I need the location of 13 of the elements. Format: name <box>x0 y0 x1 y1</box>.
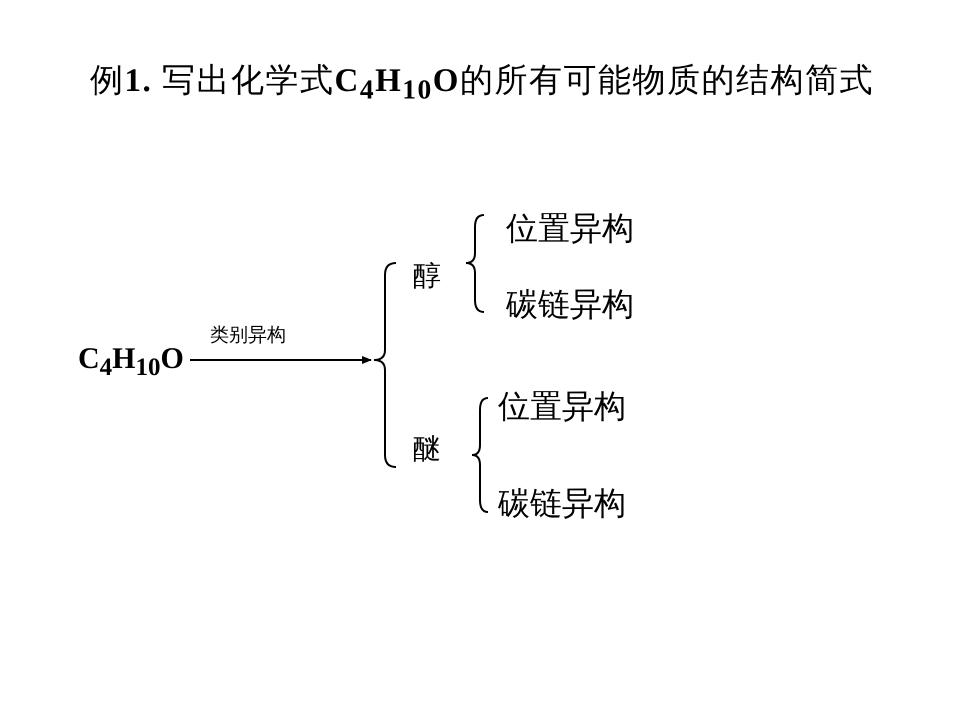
brace <box>373 262 396 468</box>
arrow <box>190 356 372 364</box>
isomer-label: 碳链异构 <box>506 287 634 322</box>
brace <box>465 214 484 313</box>
brace <box>471 397 488 513</box>
isomer-label: 位置异构 <box>498 389 626 424</box>
isomer-label: 碳链异构 <box>498 486 626 522</box>
category-label: 醇 <box>413 262 441 293</box>
category-label: 醚 <box>413 435 441 466</box>
title: 例1. 写出化学式C$_{4}$H$_{10}$O的所有可能物质的结构简式 <box>90 62 875 107</box>
isomer-label: 位置异构 <box>506 211 634 246</box>
edge-label: 类别异构 <box>210 326 286 347</box>
formula-label: C$_{4}$H$_{10}$O <box>78 342 184 382</box>
